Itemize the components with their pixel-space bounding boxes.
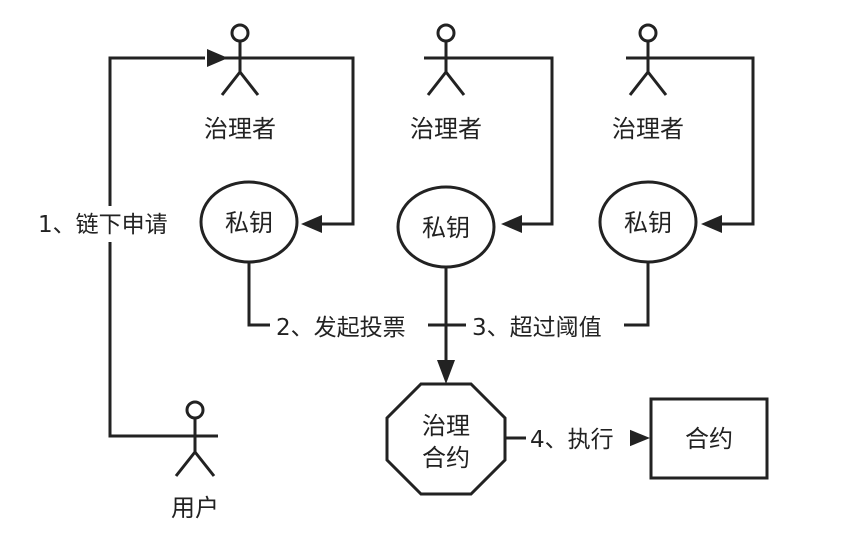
- arrowhead-into-contract: [628, 429, 650, 447]
- governance-contract-node: 治理 合约: [385, 382, 507, 496]
- arrowhead-into-key1: [301, 215, 322, 233]
- connector-governor1-to-key1: [262, 56, 355, 226]
- private-key-2-node: 私钥: [396, 185, 496, 269]
- user-actor-icon: [172, 400, 218, 477]
- governor-1-actor-icon: [218, 23, 262, 96]
- user-label: 用户: [171, 494, 219, 522]
- step3-label-bg: [466, 309, 624, 343]
- step1-label-bg: [36, 206, 188, 242]
- connector-user-to-governor1: [108, 56, 205, 438]
- connector-governor2-to-key2: [463, 56, 554, 226]
- governor-1-label: 治理者: [204, 115, 276, 143]
- contract-node: 合约: [649, 397, 769, 480]
- step4-label-bg: [526, 421, 630, 455]
- governor-3-actor-icon: [626, 23, 670, 96]
- governor-2-label: 治理者: [410, 115, 482, 143]
- contract-label: 合约: [685, 425, 733, 453]
- private-key-1-node: 私钥: [199, 180, 299, 264]
- step4-label: 4、执行: [530, 427, 614, 453]
- private-key-2-label: 私钥: [422, 214, 470, 242]
- private-key-1-label: 私钥: [225, 209, 273, 237]
- step1-label: 1、链下申请: [38, 212, 168, 238]
- step3-label: 3、超过阈值: [472, 315, 602, 341]
- arrowhead-into-governor1: [207, 49, 228, 67]
- connector-governor3-to-key3: [663, 56, 755, 226]
- private-key-3-node: 私钥: [598, 180, 698, 264]
- step2-label-bg: [270, 309, 428, 343]
- arrowhead-into-key2: [501, 215, 522, 233]
- private-key-3-label: 私钥: [624, 209, 672, 237]
- governance-contract-label-line1: 治理: [422, 412, 470, 440]
- governor-3-label: 治理者: [612, 115, 684, 143]
- governor-2-actor-icon: [424, 23, 468, 96]
- step2-label: 2、发起投票: [276, 315, 406, 341]
- governance-contract-label-line2: 合约: [422, 444, 470, 472]
- arrowhead-into-governance-contract: [437, 360, 455, 384]
- arrowhead-into-key3: [701, 215, 722, 233]
